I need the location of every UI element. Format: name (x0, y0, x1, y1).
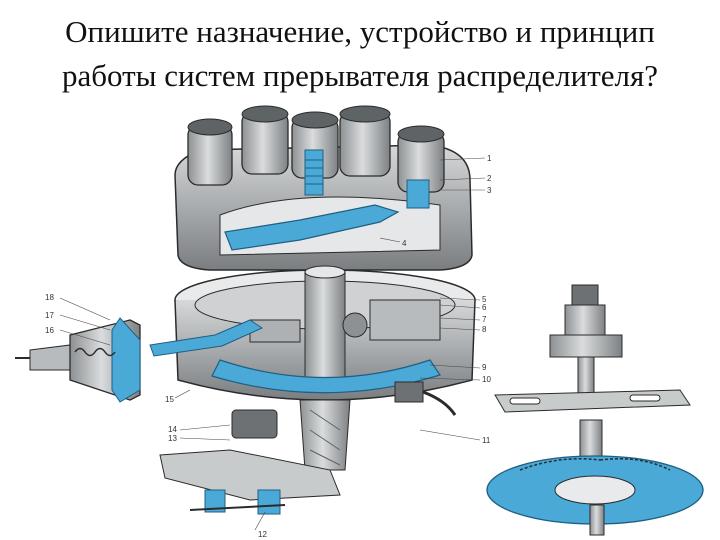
label-8: 8 (482, 325, 487, 334)
label-18: 18 (45, 293, 54, 302)
centrifugal-advance-plate (486, 419, 704, 536)
leader-lines (59, 157, 486, 531)
title-line-1: Опишите назначение, устройство и принцип (65, 14, 655, 49)
label-9: 9 (482, 363, 487, 372)
label-6: 6 (482, 303, 487, 312)
label-4: 4 (402, 239, 407, 248)
shaft-assembly-upper (494, 284, 691, 413)
label-14: 14 (168, 425, 177, 434)
distributor-cap (174, 105, 473, 271)
label-11: 11 (482, 436, 491, 445)
label-10: 10 (482, 375, 491, 384)
vacuum-advance-unit (15, 317, 141, 403)
octane-corrector (159, 409, 341, 515)
label-7: 7 (482, 315, 487, 324)
label-5: 5 (482, 295, 487, 304)
title-line-2: работы систем прерывателя распределителя… (61, 58, 659, 93)
label-17: 17 (45, 311, 54, 320)
label-3: 3 (487, 186, 492, 195)
label-1: 1 (487, 154, 492, 163)
slide-title: Опишите назначение, устройство и принцип… (0, 10, 720, 98)
distributor-housing (149, 265, 476, 471)
label-2: 2 (487, 174, 492, 183)
part-labels: 1 2 3 4 5 6 7 8 9 10 11 12 13 14 15 16 1… (45, 154, 492, 539)
label-16: 16 (45, 326, 54, 335)
label-13: 13 (168, 434, 177, 443)
label-12: 12 (258, 530, 267, 539)
label-15: 15 (165, 395, 174, 404)
